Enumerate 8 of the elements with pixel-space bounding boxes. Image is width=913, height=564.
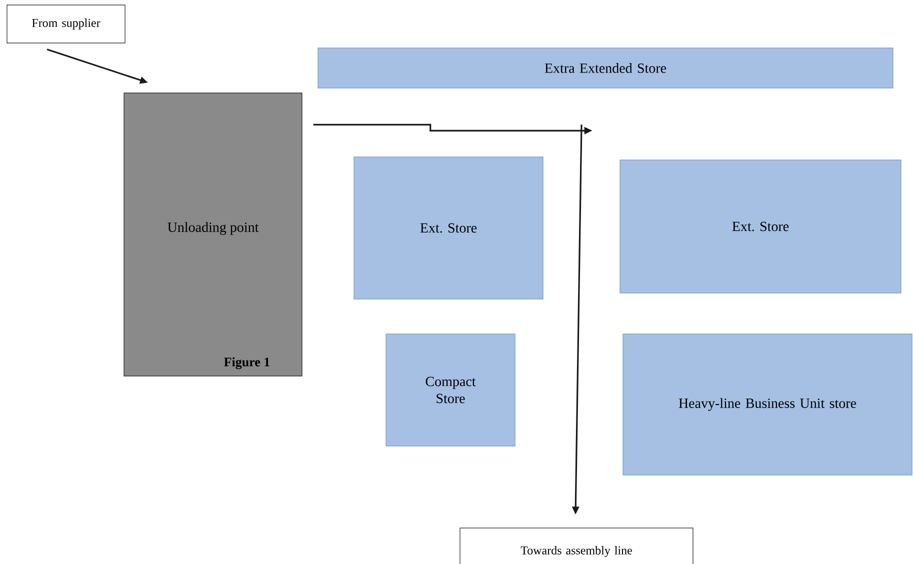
store-box: Ext. Store: [354, 156, 544, 300]
store-box: Heavy-line Business Unit store: [622, 334, 912, 476]
store-box: Extra Extended Store: [318, 48, 894, 88]
label-box: Towards assembly line: [460, 528, 694, 564]
store-box: Compact Store: [386, 334, 516, 446]
figure-label: Figure 1: [224, 357, 270, 370]
label-box: From supplier: [6, 4, 126, 44]
store-box: Ext. Store: [620, 160, 902, 294]
